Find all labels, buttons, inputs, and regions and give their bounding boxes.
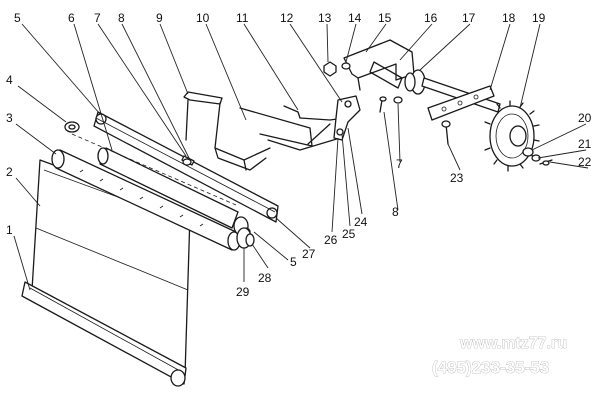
- leader-lines: [13, 23, 589, 291]
- u-bracket: [343, 39, 415, 91]
- bell-crank: [333, 95, 361, 141]
- watermark: www.mtz77.ru (495)233-35-53: [432, 335, 568, 378]
- callout-8-top: 8: [118, 11, 125, 25]
- callout-10: 10: [196, 11, 210, 25]
- callout-3: 3: [6, 111, 13, 125]
- mounting-plate: [427, 85, 495, 121]
- screw-pair: [181, 155, 195, 166]
- callout-6: 6: [68, 11, 75, 25]
- bolt-23: [441, 120, 451, 145]
- end-cap: [236, 227, 255, 249]
- callout-5-top: 5: [14, 11, 21, 25]
- nut-13: [323, 61, 337, 77]
- callout-16: 16: [424, 11, 438, 25]
- callout-29: 29: [236, 285, 250, 299]
- callout-labels: 1 2 3 4 5 5 6 7 7 8 8 9 10 11 12 13 14 1…: [6, 11, 592, 299]
- callout-14: 14: [348, 11, 362, 25]
- callout-1: 1: [6, 223, 13, 237]
- callout-21: 21: [578, 137, 592, 151]
- watermark-phone: (495)233-35-53: [432, 358, 549, 377]
- callout-19: 19: [532, 11, 546, 25]
- callout-9: 9: [156, 11, 163, 25]
- callout-27: 27: [302, 247, 316, 261]
- pin-7: [393, 96, 403, 104]
- callout-22: 22: [578, 155, 592, 169]
- washer-14: [341, 62, 351, 70]
- compression-spring: [369, 61, 403, 89]
- callout-28: 28: [258, 271, 272, 285]
- hand-wheel: [484, 100, 540, 172]
- callout-7-top: 7: [94, 11, 101, 25]
- callout-5-bottom: 5: [290, 255, 297, 269]
- bushing-hub: [404, 69, 426, 95]
- callout-24: 24: [354, 215, 368, 229]
- callout-17: 17: [462, 11, 476, 25]
- callout-8-right: 8: [392, 205, 399, 219]
- washer-4: [64, 121, 80, 133]
- pin-8: [379, 96, 387, 113]
- screw-22: [539, 159, 553, 166]
- callout-11: 11: [236, 11, 249, 25]
- callout-7-right: 7: [396, 157, 403, 171]
- callout-4: 4: [6, 73, 13, 87]
- callout-18: 18: [502, 11, 516, 25]
- callout-13: 13: [318, 11, 332, 25]
- callout-20: 20: [578, 111, 592, 125]
- callout-12: 12: [280, 11, 294, 25]
- callout-15: 15: [378, 11, 392, 25]
- lever-frame: [183, 91, 341, 171]
- nut-20: [522, 147, 534, 157]
- watermark-site: www.mtz77.ru: [459, 335, 567, 352]
- bottom-bar: [21, 281, 187, 387]
- callout-23: 23: [450, 171, 464, 185]
- callout-25: 25: [342, 227, 356, 241]
- callout-26: 26: [324, 233, 338, 247]
- callout-2: 2: [6, 165, 13, 179]
